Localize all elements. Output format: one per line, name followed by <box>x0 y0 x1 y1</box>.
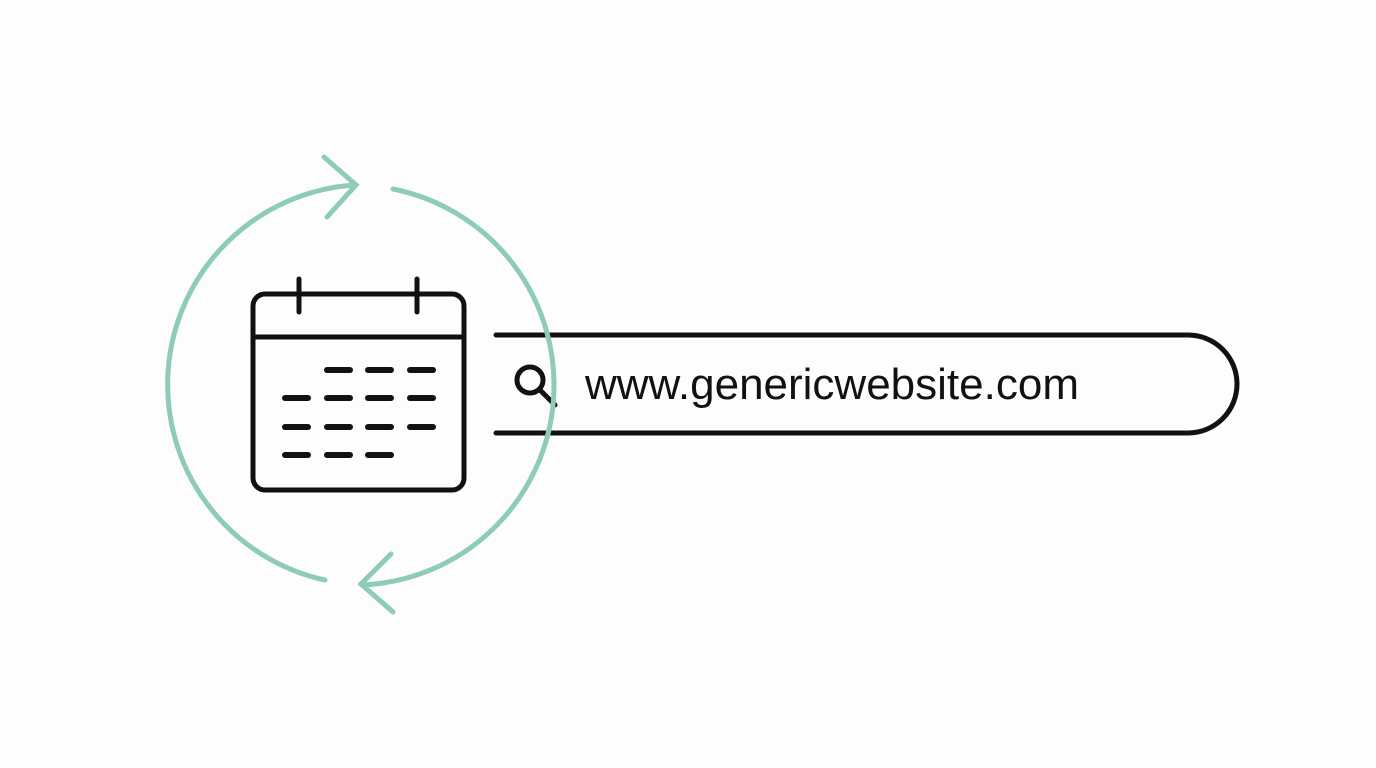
cycle-arrowhead-bottom <box>357 551 396 615</box>
url-text[interactable]: www.genericwebsite.com <box>585 360 1079 409</box>
calendar-icon <box>250 276 467 493</box>
cycle-arc-left <box>165 182 358 583</box>
cycle-arrowhead-top <box>321 154 360 220</box>
cycle-arc-right <box>359 186 557 588</box>
search-icon <box>514 364 558 408</box>
refresh-cycle-icon <box>165 154 557 615</box>
search-bar-outline <box>493 332 1240 436</box>
